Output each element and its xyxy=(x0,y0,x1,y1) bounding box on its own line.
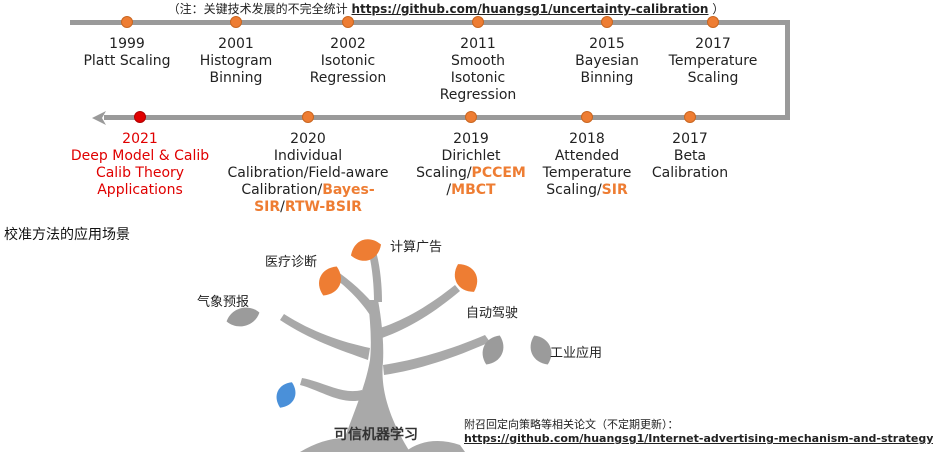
leaf-right-gray-icon xyxy=(482,335,504,365)
timeline-bottom-line xyxy=(104,115,790,120)
leaf-label-advertising: 计算广告 xyxy=(390,240,443,255)
leaf-label-industry: 工业应用 xyxy=(550,346,603,361)
timeline-dot-2015 xyxy=(601,16,613,28)
leaf-medical-icon xyxy=(319,266,341,296)
leaf-advertising-icon xyxy=(350,239,382,261)
leaf-label-medical: 医疗诊断 xyxy=(265,255,318,270)
timeline-arrow-icon xyxy=(92,111,106,125)
event-2020: 2020 Individual Calibration/Field-aware … xyxy=(227,131,389,215)
timeline-dot-2017b xyxy=(684,111,696,123)
event-2015: 2015 Bayesian Binning xyxy=(575,36,639,86)
leaf-label-autodriving: 自动驾驶 xyxy=(466,306,519,321)
timeline-dot-1999 xyxy=(121,16,133,28)
leaf-weather-icon xyxy=(226,307,260,327)
event-2021: 2021 Deep Model & Calib Calib Theory App… xyxy=(70,131,210,198)
timeline-right-line xyxy=(785,20,790,120)
timeline-dot-2017a xyxy=(707,16,719,28)
timeline-dot-2011 xyxy=(472,16,484,28)
event-1999: 1999 Platt Scaling xyxy=(83,36,171,69)
timeline-dot-2020 xyxy=(302,111,314,123)
note-prefix: （注：关键技术发展的不完全统计 xyxy=(167,2,352,16)
leaf-autodriving-icon xyxy=(454,264,478,292)
tree-root-label: 可信机器学习 xyxy=(334,427,418,443)
event-2002: 2002 Isotonic Regression xyxy=(309,36,387,86)
timeline-dot-2021 xyxy=(134,111,146,123)
timeline-dot-2001 xyxy=(230,16,242,28)
timeline-dot-2018 xyxy=(581,111,593,123)
event-2018: 2018 Attended Temperature Scaling/SIR xyxy=(542,131,632,198)
event-2017-temperature: 2017 Temperature Scaling xyxy=(668,36,758,86)
timeline-top-line xyxy=(70,20,790,25)
timeline-dot-2002 xyxy=(342,16,354,28)
event-2001: 2001 Histogram Binning xyxy=(199,36,273,86)
leaf-blue-icon xyxy=(276,382,296,408)
event-2011: 2011 Smooth Isotonic Regression xyxy=(439,36,517,103)
note-suffix: ） xyxy=(708,2,725,16)
note-link[interactable]: https://github.com/huangsg1/uncertainty-… xyxy=(351,2,709,16)
leaf-industry-icon xyxy=(530,335,552,365)
tree-illustration xyxy=(280,248,490,452)
footer-link[interactable]: https://github.com/huangsg1/Internet-adv… xyxy=(464,432,933,445)
event-2017-beta: 2017 Beta Calibration xyxy=(651,131,729,181)
section-title: 校准方法的应用场景 xyxy=(4,227,130,243)
timeline-note: （注：关键技术发展的不完全统计 https://github.com/huang… xyxy=(0,0,892,17)
timeline-dot-2019 xyxy=(465,111,477,123)
leaf-label-weather: 气象预报 xyxy=(197,295,250,310)
event-2019: 2019 Dirichlet Scaling/PCCEM /MBCT xyxy=(416,131,526,198)
footer-note: 附召回定向策略等相关论文（不定期更新）： xyxy=(464,418,679,431)
